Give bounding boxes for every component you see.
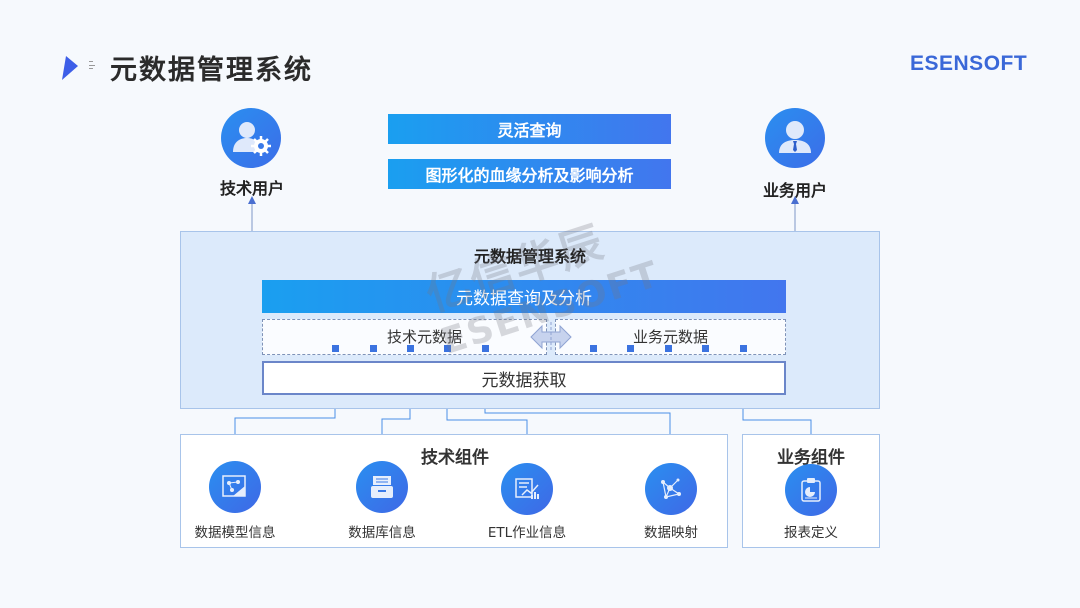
data-model-icon [209,461,261,513]
query-analysis-layer: 元数据查询及分析 [262,280,786,313]
biz-node [590,345,597,352]
tech-node [482,345,489,352]
biz-node [665,345,672,352]
technical-user-icon [221,108,281,168]
component-label: 数据模型信息 [194,525,276,541]
user-gear-icon [233,122,271,156]
network-mapping-icon [645,463,697,515]
bidirectional-arrow-icon [530,322,572,352]
tech-node [407,345,414,352]
tech-node [332,345,339,352]
etl-chart-icon [501,463,553,515]
tech-node [370,345,377,352]
user-tie-icon [779,121,811,153]
component-label: ETL作业信息 [487,525,567,541]
brand-logo: ESENSOFT [910,52,1028,75]
business-components-title: 业务组件 [777,448,845,468]
business-user-icon [765,108,825,168]
database-drawer-icon [356,461,408,513]
component-label: 数据映射 [644,525,698,541]
technical-metadata-label: 技术元数据 [386,328,462,346]
page-title: 元数据管理系统 [110,55,313,86]
title-decoration-icon [89,61,95,69]
tech-node [444,345,451,352]
metadata-acquisition-layer: 元数据获取 [262,361,786,395]
biz-node [702,345,709,352]
technical-components-title: 技术组件 [421,448,489,468]
capability-lineage-analysis: 图形化的血缘分析及影响分析 [388,159,671,189]
capability-flexible-query: 灵活查询 [388,114,671,144]
title-arrow-icon [62,56,78,80]
business-user-label: 业务用户 [762,181,827,200]
technical-components-box [180,434,728,548]
component-label: 数据库信息 [348,525,416,541]
technical-metadata-box: 技术元数据 [262,319,547,355]
component-label: 报表定义 [784,525,838,541]
biz-node [740,345,747,352]
report-clipboard-icon [785,464,837,516]
biz-node [627,345,634,352]
technical-user-label: 技术用户 [219,179,284,198]
business-metadata-label: 业务元数据 [632,328,708,346]
system-title: 元数据管理系统 [473,247,586,266]
